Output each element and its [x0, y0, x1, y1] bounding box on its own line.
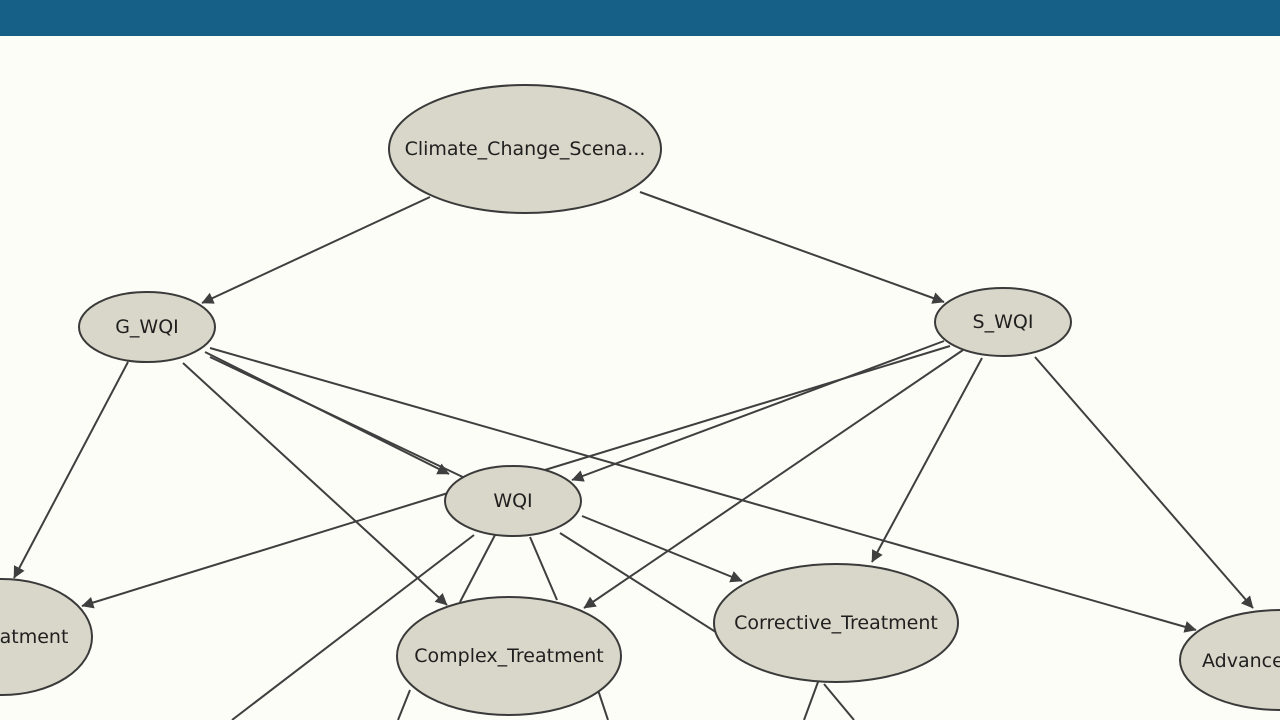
- edge-complex-out-left: [397, 689, 411, 720]
- node-climate-change-scenario[interactable]: Climate_Change_Scena...: [388, 84, 662, 214]
- edge-g-wqi-left-treatment: [13, 361, 129, 579]
- edge-wqi-complex-left: [459, 534, 496, 603]
- edge-g-wqi-wqi-b: [209, 356, 468, 480]
- top-bar: [0, 0, 1280, 36]
- edge-s-wqi-advanced-treatment: [1034, 356, 1254, 609]
- node-label-wqi: WQI: [493, 490, 532, 512]
- node-label-corrective-treatment: Corrective_Treatment: [734, 612, 938, 634]
- edge-g-wqi-complex-treatment: [182, 362, 448, 606]
- node-label-left-treatment: atment: [0, 626, 68, 648]
- node-advanced-treatment[interactable]: Advance: [1179, 609, 1280, 711]
- edge-s-wqi-wqi-b: [534, 345, 951, 474]
- edge-climate-g-wqi: [201, 196, 431, 304]
- edge-wqi-corrective-treatment: [581, 515, 743, 583]
- node-label-advanced-treatment: Advance: [1202, 650, 1280, 672]
- node-corrective-treatment[interactable]: Corrective_Treatment: [713, 563, 959, 683]
- node-g-wqi[interactable]: G_WQI: [78, 291, 216, 363]
- node-label-s-wqi: S_WQI: [973, 311, 1034, 333]
- edge-corrective-out-right: [823, 683, 855, 720]
- edge-wqi-left-treatment: [81, 492, 449, 609]
- node-wqi[interactable]: WQI: [444, 465, 582, 537]
- edge-climate-s-wqi: [639, 191, 945, 304]
- edge-s-wqi-complex-treatment: [583, 349, 964, 609]
- nodes: Climate_Change_Scena... G_WQI S_WQI WQI …: [0, 84, 1280, 716]
- edge-s-wqi-wqi-a: [571, 340, 945, 482]
- node-label-complex-treatment: Complex_Treatment: [414, 645, 604, 667]
- edge-wqi-complex-right: [529, 536, 558, 601]
- edge-complex-out-right: [597, 689, 609, 720]
- node-label-climate-change-scenario: Climate_Change_Scena...: [405, 138, 646, 160]
- edge-g-wqi-advanced-treatment: [209, 347, 1197, 633]
- node-left-treatment[interactable]: atment: [0, 578, 93, 696]
- node-label-g-wqi: G_WQI: [115, 316, 179, 338]
- edge-wqi-downward-left: [231, 534, 475, 720]
- edge-corrective-out-left: [803, 681, 819, 720]
- edge-s-wqi-corrective-treatment: [871, 357, 983, 563]
- edges: [13, 191, 1254, 720]
- edge-wqi-downward-right: [559, 532, 745, 651]
- node-complex-treatment[interactable]: Complex_Treatment: [396, 596, 622, 716]
- node-s-wqi[interactable]: S_WQI: [934, 287, 1072, 357]
